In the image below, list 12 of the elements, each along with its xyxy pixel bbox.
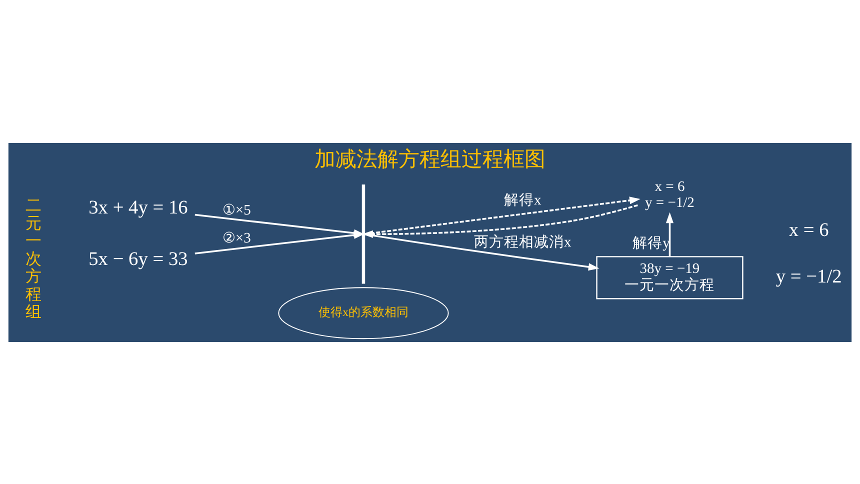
- edge-label: ②×3: [222, 230, 251, 246]
- node-text: x = 6 y = −1/2: [645, 178, 694, 211]
- diagram-title: 加减法解方程组过程框图: [314, 146, 546, 171]
- node-text: 5x − 6y = 33: [88, 248, 188, 270]
- edge-label: 解得y: [632, 234, 670, 251]
- label: y = −1/2: [776, 266, 842, 288]
- edge-label: 两方程相减消x: [474, 234, 572, 250]
- label: x = 6: [788, 219, 829, 240]
- label: 二元一次方程组: [25, 197, 42, 321]
- node-text: 3x + 4y = 16: [88, 196, 188, 218]
- edge-label: ①×5: [222, 202, 251, 218]
- edge-label: 解得x: [504, 192, 542, 208]
